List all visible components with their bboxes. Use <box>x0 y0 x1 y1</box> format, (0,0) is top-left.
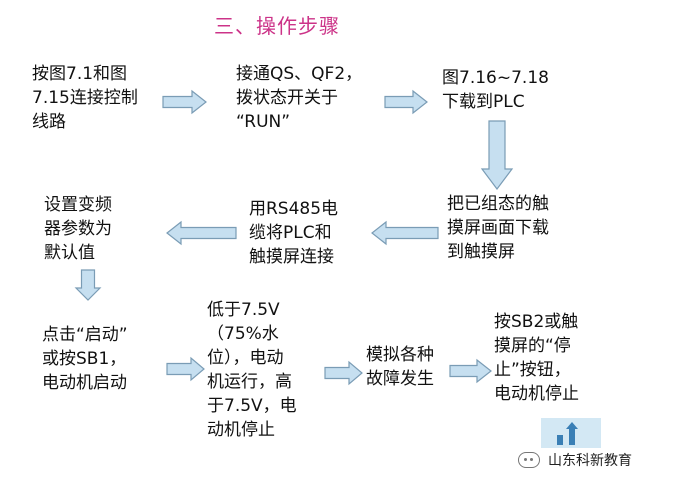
step-power-on-run: 接通QS、QF2， 拨状态开关于 “RUN” <box>236 62 362 134</box>
step-line: 摸屏画面下载 <box>447 218 549 238</box>
step-line: （75%水 <box>207 324 279 344</box>
step-line: 默认值 <box>44 243 95 263</box>
step-line: 按图7.1和图 <box>32 64 128 84</box>
step-line: 到触摸屏 <box>447 242 515 262</box>
step-line: 或按SB1， <box>42 349 127 369</box>
step-stop-motor: 按SB2或触摸屏的“停止”按钮， 电动机停止 <box>494 310 579 406</box>
step-water-level-control: 低于7.5V （75%水位），电动机运行，高于7.5V，电动机停止 <box>207 298 297 442</box>
step-line: 设置变频 <box>44 195 112 215</box>
step-start-motor: 点击“启动” 或按SB1， 电动机启动 <box>42 323 128 395</box>
step-line: 机运行，高 <box>207 372 292 392</box>
arrow-s3-to-s4 <box>480 120 514 190</box>
arrow-s4-to-s5 <box>371 220 439 246</box>
step-line: 下载到PLC <box>442 92 525 112</box>
step-line: 接通QS、QF2， <box>236 64 363 84</box>
step-line: 电动机停止 <box>494 384 579 404</box>
step-line: 模拟各种 <box>366 345 434 365</box>
wechat-icon <box>518 452 540 468</box>
step-simulate-faults: 模拟各种故障发生 <box>366 343 434 391</box>
step-line: 点击“启动” <box>42 325 128 345</box>
step-line: 按SB2或触 <box>494 312 579 332</box>
arrow-s2-to-s3 <box>384 89 428 115</box>
arrow-s1-to-s2 <box>162 89 207 115</box>
step-line: 位），电动 <box>207 348 284 368</box>
watermark-text: 山东科新教育 <box>546 450 634 470</box>
arrow-s7-to-s8 <box>166 356 205 382</box>
page-title: 三、操作步骤 <box>214 14 340 38</box>
step-line: 故障发生 <box>366 369 434 389</box>
step-line: 于7.5V，电 <box>207 396 297 416</box>
arrow-s5-to-s6 <box>166 220 237 246</box>
scroll-top-button[interactable] <box>541 418 601 448</box>
step-line: 器参数为 <box>44 219 112 239</box>
watermark: 山东科新教育 <box>518 447 634 473</box>
step-line: 用RS485电 <box>249 199 339 219</box>
step-line: 触摸屏连接 <box>249 247 334 267</box>
step-line: 动机停止 <box>207 420 275 440</box>
step-line: 拨状态开关于 <box>236 88 338 108</box>
step-line: 线路 <box>32 112 66 132</box>
arrow-s8-to-s9 <box>324 360 363 386</box>
step-line: 把已组态的触 <box>447 194 549 214</box>
step-inverter-defaults: 设置变频器参数为默认值 <box>44 193 112 265</box>
arrow-s6-to-s7 <box>74 269 102 301</box>
step-connect-control-circuit: 按图7.1和图 7.15连接控制线路 <box>32 62 138 134</box>
step-line: 7.15连接控制 <box>32 88 138 108</box>
step-line: 缆将PLC和 <box>249 223 332 243</box>
step-rs485-connect: 用RS485电缆将PLC和触摸屏连接 <box>249 197 338 269</box>
step-line: 电动机启动 <box>42 373 127 393</box>
step-download-plc: 图7.16~7.18 下载到PLC <box>442 66 549 114</box>
step-download-touchscreen: 把已组态的触摸屏画面下载到触摸屏 <box>447 192 549 264</box>
step-line: 止”按钮， <box>494 360 571 380</box>
step-line: 图7.16~7.18 <box>442 68 549 88</box>
step-line: 摸屏的“停 <box>494 336 571 356</box>
step-line: “RUN” <box>236 112 291 132</box>
arrow-s9-to-s10 <box>449 358 492 384</box>
step-line: 低于7.5V <box>207 300 280 320</box>
